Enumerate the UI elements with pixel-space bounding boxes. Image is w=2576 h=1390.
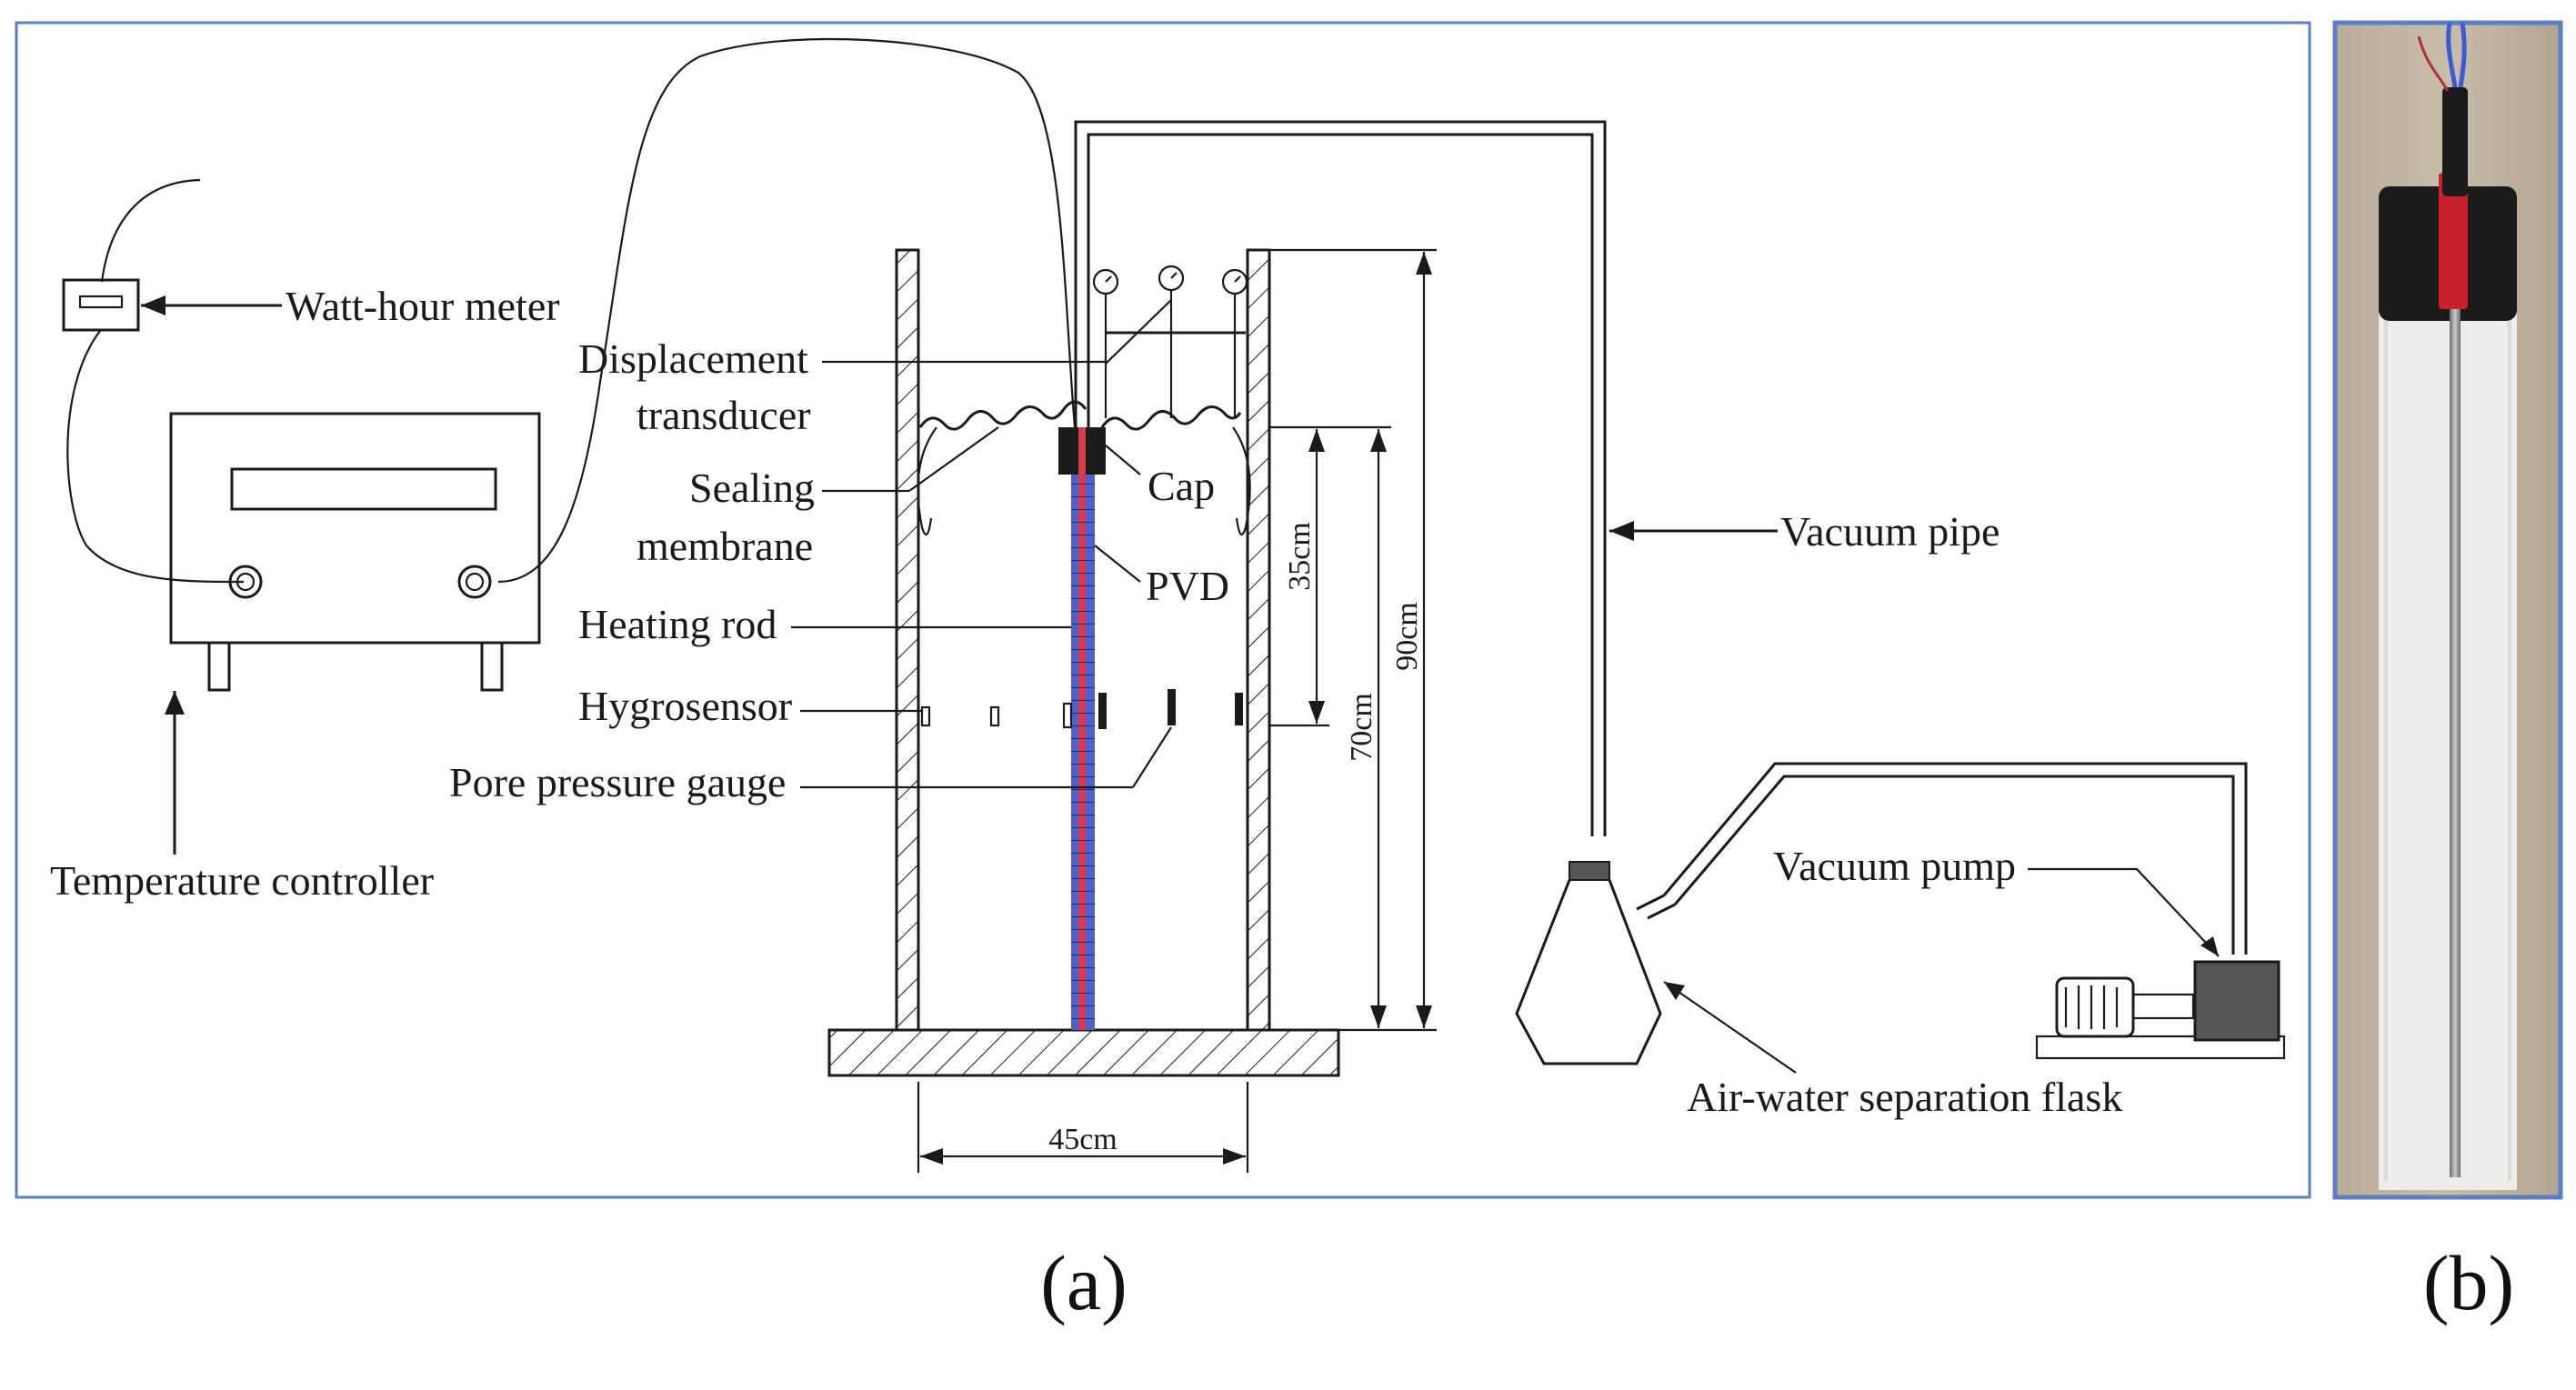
test-tank (827, 248, 1340, 1077)
caption-a: (a) (1040, 1239, 1127, 1326)
dimension-35cm: 35cm (1283, 522, 1317, 591)
tank-right-wall (1246, 248, 1271, 1032)
sealing-membrane-label-2: membrane (636, 523, 813, 569)
vacuum-pipe-annotation: Vacuum pipe (1609, 508, 2000, 555)
separation-flask: Air-water separation flask (1515, 762, 2248, 1120)
dimension-70cm: 70cm (1345, 693, 1378, 762)
flask-pump-pipe (1662, 762, 2248, 955)
pvd-strip-white (2379, 195, 2517, 1190)
air-water-separation-flask-label: Air-water separation flask (1687, 1074, 2122, 1120)
pore-pressure-gauge-label: Pore pressure gauge (449, 759, 786, 805)
rod-black-head (2442, 87, 2468, 196)
sealing-membrane (918, 400, 1242, 431)
dimension-lines: 90cm 70cm 35cm 45cm (917, 248, 1437, 1173)
right-annotations: Cap PVD (1094, 445, 1229, 609)
rod-red-sleeve (2439, 173, 2468, 309)
tank-base (827, 1028, 1340, 1077)
dimension-45cm: 45cm (1048, 1123, 1118, 1156)
hygrosensor-label: Hygrosensor (578, 683, 792, 729)
heating-rod-photo (2450, 109, 2461, 1177)
heating-rod-label: Heating rod (578, 601, 777, 647)
panel-a-frame (15, 21, 2311, 1199)
left-annotations: Displacement transducer Sealing membrane… (449, 335, 1172, 805)
tank-left-wall (895, 248, 920, 1032)
sensors (920, 689, 1243, 729)
dimension-90cm: 90cm (1390, 602, 1424, 671)
rod-wires (2446, 22, 2467, 88)
temperature-controller-label: Temperature controller (50, 857, 434, 904)
panel-b (2332, 20, 2563, 1200)
pvd (1071, 473, 1095, 1030)
cap-label: Cap (1148, 463, 1215, 509)
watt-hour-meter-label: Watt-hour meter (286, 283, 560, 329)
wire-controller (497, 37, 1077, 584)
vacuum-pipe-label: Vacuum pipe (1780, 508, 2000, 555)
wire-meter (66, 178, 245, 584)
membrane-fold-right (1232, 426, 1251, 536)
vacuum-pipe (1074, 120, 1607, 836)
sealing-membrane-label-1: Sealing (689, 465, 815, 511)
pvd-label: PVD (1146, 563, 1229, 609)
panel-a: Watt-hour meter Temperature controller (15, 21, 2311, 1199)
displacement-transducer-label-2: transducer (636, 392, 811, 438)
displacement-transducer-label-1: Displacement (578, 335, 808, 382)
caption-b: (b) (2423, 1239, 2514, 1326)
pump-body (2193, 960, 2280, 1042)
temperature-controller: Temperature controller (50, 412, 541, 904)
watt-hour-meter: Watt-hour meter (62, 278, 560, 332)
displacement-transducers (1092, 265, 1248, 418)
vacuum-pump: Vacuum pump (1773, 843, 2286, 1060)
membrane-fold-left (917, 426, 937, 536)
vacuum-pump-label: Vacuum pump (1773, 843, 2016, 889)
